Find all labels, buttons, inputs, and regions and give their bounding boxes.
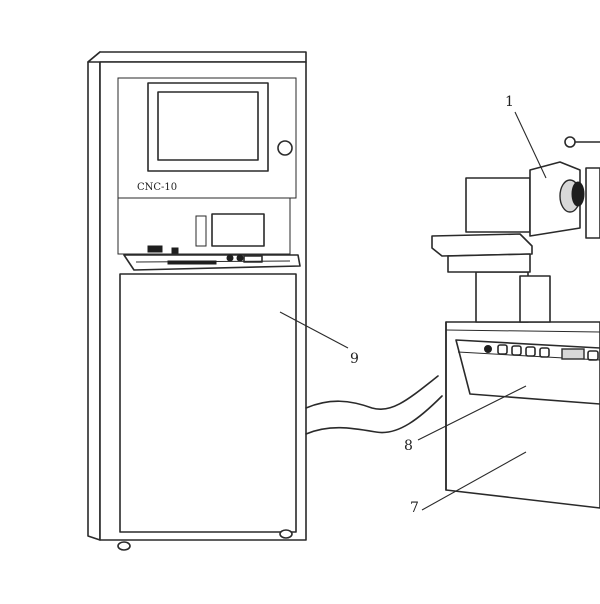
base-top-line xyxy=(445,329,600,333)
callout-line-1 xyxy=(514,111,547,179)
worktable xyxy=(431,233,533,257)
panel-button-4 xyxy=(525,346,536,357)
cabinet-side-panel xyxy=(87,51,101,541)
connection-cables xyxy=(305,375,443,435)
callout-line-7 xyxy=(421,451,527,511)
cabinet-mid-frame xyxy=(117,197,291,255)
panel-knob-1 xyxy=(226,254,234,262)
cable-upper xyxy=(305,375,439,411)
panel-switch-bank xyxy=(561,348,585,360)
disk-slot xyxy=(195,215,207,247)
panel-button-1 xyxy=(484,345,492,353)
spindle-core xyxy=(571,181,585,207)
panel-button-6 xyxy=(587,350,599,361)
cable-lower xyxy=(305,395,443,435)
aux-display xyxy=(211,213,265,247)
saddle xyxy=(447,253,531,273)
cabinet-top xyxy=(87,51,307,63)
machine-right-frame xyxy=(585,167,600,239)
panel-button-5 xyxy=(539,347,550,358)
cabinet-door xyxy=(119,273,297,533)
indicator-small xyxy=(171,247,179,254)
callouts: 1 9 8 7 xyxy=(279,94,547,516)
power-knob xyxy=(277,140,293,156)
callout-label-1: 1 xyxy=(505,94,514,110)
column-side xyxy=(519,275,551,323)
callout-label-7: 7 xyxy=(410,500,419,516)
machine-tool xyxy=(431,136,600,509)
monitor-screen xyxy=(157,91,259,161)
panel-knob-2 xyxy=(236,254,244,262)
cabinet-label: CNC-10 xyxy=(137,182,177,193)
callout-label-9: 9 xyxy=(350,351,359,367)
cabinet-foot-left xyxy=(117,541,131,551)
cabinet-foot-right xyxy=(279,529,293,539)
callout-line-9 xyxy=(279,311,349,349)
callout-label-8: 8 xyxy=(404,438,413,454)
callout-line-8 xyxy=(417,385,527,441)
panel-button-3 xyxy=(511,345,522,356)
handwheel-knob xyxy=(564,136,576,148)
head-block xyxy=(465,177,531,233)
keyboard-keys xyxy=(167,260,217,265)
control-cabinet: CNC-10 xyxy=(87,51,307,551)
panel-switch xyxy=(243,255,263,263)
indicator-block xyxy=(147,245,163,253)
panel-button-2 xyxy=(497,344,508,355)
